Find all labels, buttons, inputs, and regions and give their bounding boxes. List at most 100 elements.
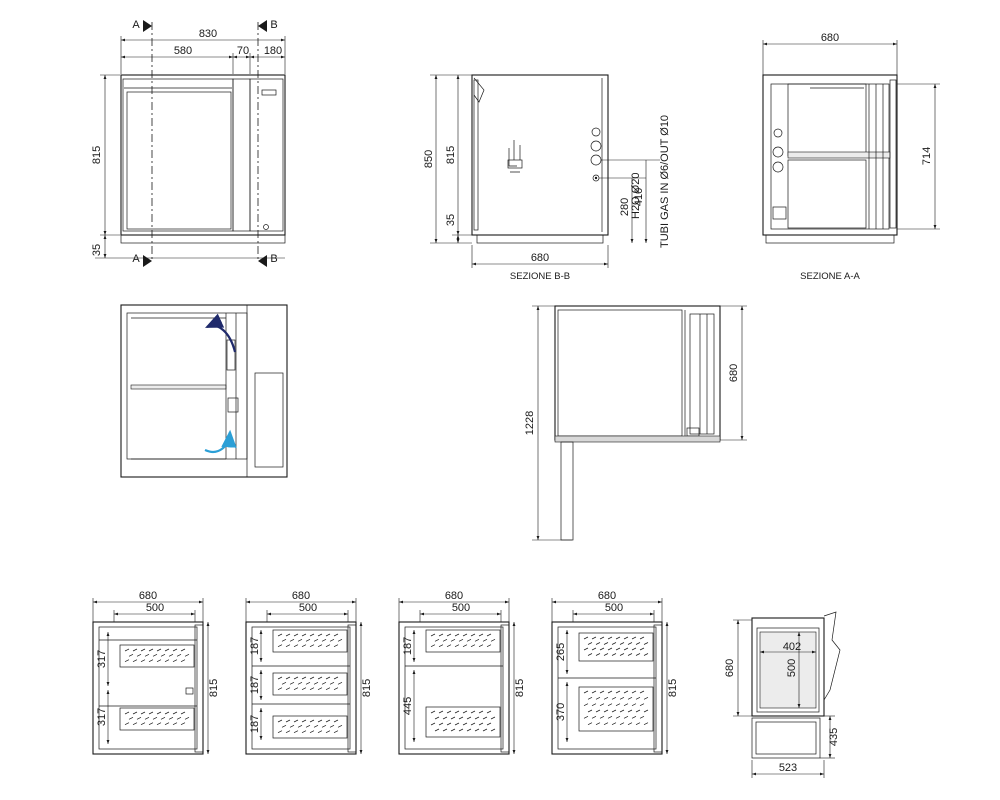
vent-slot xyxy=(337,682,343,685)
dim-front-foot: 35 xyxy=(91,244,103,256)
label-h2o: H2O Ø20 xyxy=(630,173,642,219)
vent-slot xyxy=(482,728,488,732)
vent-slot xyxy=(180,648,186,652)
vent-slot xyxy=(623,690,629,694)
dim-bb-width: 680 xyxy=(531,252,549,264)
dim-pan-depth: 500 xyxy=(786,659,798,677)
vent-slot xyxy=(321,682,327,685)
vent-slot xyxy=(152,717,158,720)
vent-slot xyxy=(623,703,629,706)
vent-slot xyxy=(591,703,597,706)
airflow-arrow-dark xyxy=(204,313,237,353)
config-4: 680 500 265 370 815 xyxy=(551,590,679,755)
vent-slot xyxy=(619,697,625,700)
vent-slot xyxy=(160,717,166,720)
vent-slot xyxy=(474,728,480,732)
vent-slot xyxy=(478,633,484,637)
dim-c2-outer: 680 xyxy=(292,590,310,602)
vent-slot xyxy=(466,716,472,720)
dim-c1-height: 815 xyxy=(208,679,220,697)
vent-slot xyxy=(321,639,327,642)
dim-c2-d1: 187 xyxy=(249,637,261,655)
vent-slot xyxy=(446,633,452,637)
vent-slot xyxy=(462,710,468,714)
vent-slot xyxy=(639,647,645,651)
vent-slot xyxy=(317,644,323,647)
vent-slot xyxy=(301,633,307,637)
vent-slot xyxy=(293,719,299,723)
section-arrow-a-top xyxy=(143,20,152,32)
vent-slot xyxy=(458,728,464,732)
vent-slot xyxy=(289,725,295,728)
vent-slot xyxy=(490,639,496,642)
dim-c1-lower: 317 xyxy=(96,708,108,726)
dim-middle-width: 70 xyxy=(237,45,249,57)
vent-slot xyxy=(583,690,589,694)
vent-slot xyxy=(438,644,444,647)
vent-slot xyxy=(164,648,170,652)
vent-slot xyxy=(615,647,621,651)
dim-bb-total-height: 850 xyxy=(423,150,435,168)
vent-slot xyxy=(595,709,601,713)
vent-slot xyxy=(160,654,166,657)
pan-detail: 680 402 500 435 523 xyxy=(724,611,841,778)
vent-slot xyxy=(635,709,641,713)
vent-slot xyxy=(631,647,637,651)
vent-slot xyxy=(277,676,283,680)
vent-slot xyxy=(156,648,162,652)
vent-slot xyxy=(321,725,327,728)
vent-slot xyxy=(462,644,468,647)
vent-slot xyxy=(168,717,174,720)
vent-slot xyxy=(595,722,601,725)
dim-pan-depth-total: 680 xyxy=(724,659,736,677)
vent-slot xyxy=(180,722,186,725)
vent-slot xyxy=(466,639,472,642)
vent-slot xyxy=(293,644,299,647)
vent-slot xyxy=(635,653,641,656)
vent-slot xyxy=(623,647,629,651)
vent-slot xyxy=(587,709,593,713)
vent-slot xyxy=(128,654,134,657)
vent-slot xyxy=(474,716,480,720)
vent-slot xyxy=(289,639,295,642)
vent-slot xyxy=(587,697,593,700)
vent-slot xyxy=(293,633,299,637)
vent-slot xyxy=(623,716,629,719)
vent-slot xyxy=(639,716,645,719)
vent-slot xyxy=(627,722,633,725)
vent-slot xyxy=(277,719,283,723)
vent-slot xyxy=(466,728,472,732)
vent-slot xyxy=(619,642,625,645)
vent-slot xyxy=(144,654,150,657)
vent-slot xyxy=(442,728,448,732)
vent-slot xyxy=(631,716,637,719)
vent-slot xyxy=(132,659,138,662)
vent-slot xyxy=(325,719,331,723)
vent-slot xyxy=(301,719,307,723)
dim-total-width: 830 xyxy=(199,28,217,40)
vent-slot xyxy=(317,633,323,637)
dim-left-width: 580 xyxy=(174,45,192,57)
vent-slot xyxy=(136,654,142,657)
vent-slot xyxy=(124,722,130,725)
vent-slot xyxy=(583,647,589,651)
vent-slot xyxy=(156,722,162,725)
vent-slot xyxy=(180,711,186,715)
vent-slot xyxy=(591,716,597,719)
vent-slot xyxy=(450,716,456,720)
vent-slot xyxy=(595,653,601,656)
dim-c3-inner: 500 xyxy=(452,602,470,614)
vent-slot xyxy=(124,659,130,662)
dim-c3-height: 815 xyxy=(514,679,526,697)
vent-slot xyxy=(124,648,130,652)
vent-slot xyxy=(587,642,593,645)
vent-slot xyxy=(639,703,645,706)
dim-c3-upper: 187 xyxy=(402,637,414,655)
vent-slot xyxy=(305,682,311,685)
vent-slot xyxy=(434,728,440,732)
vent-slot xyxy=(438,633,444,637)
vent-slot xyxy=(285,687,291,690)
vent-slot xyxy=(180,659,186,662)
vent-slot xyxy=(603,709,609,713)
vent-slot xyxy=(277,644,283,647)
